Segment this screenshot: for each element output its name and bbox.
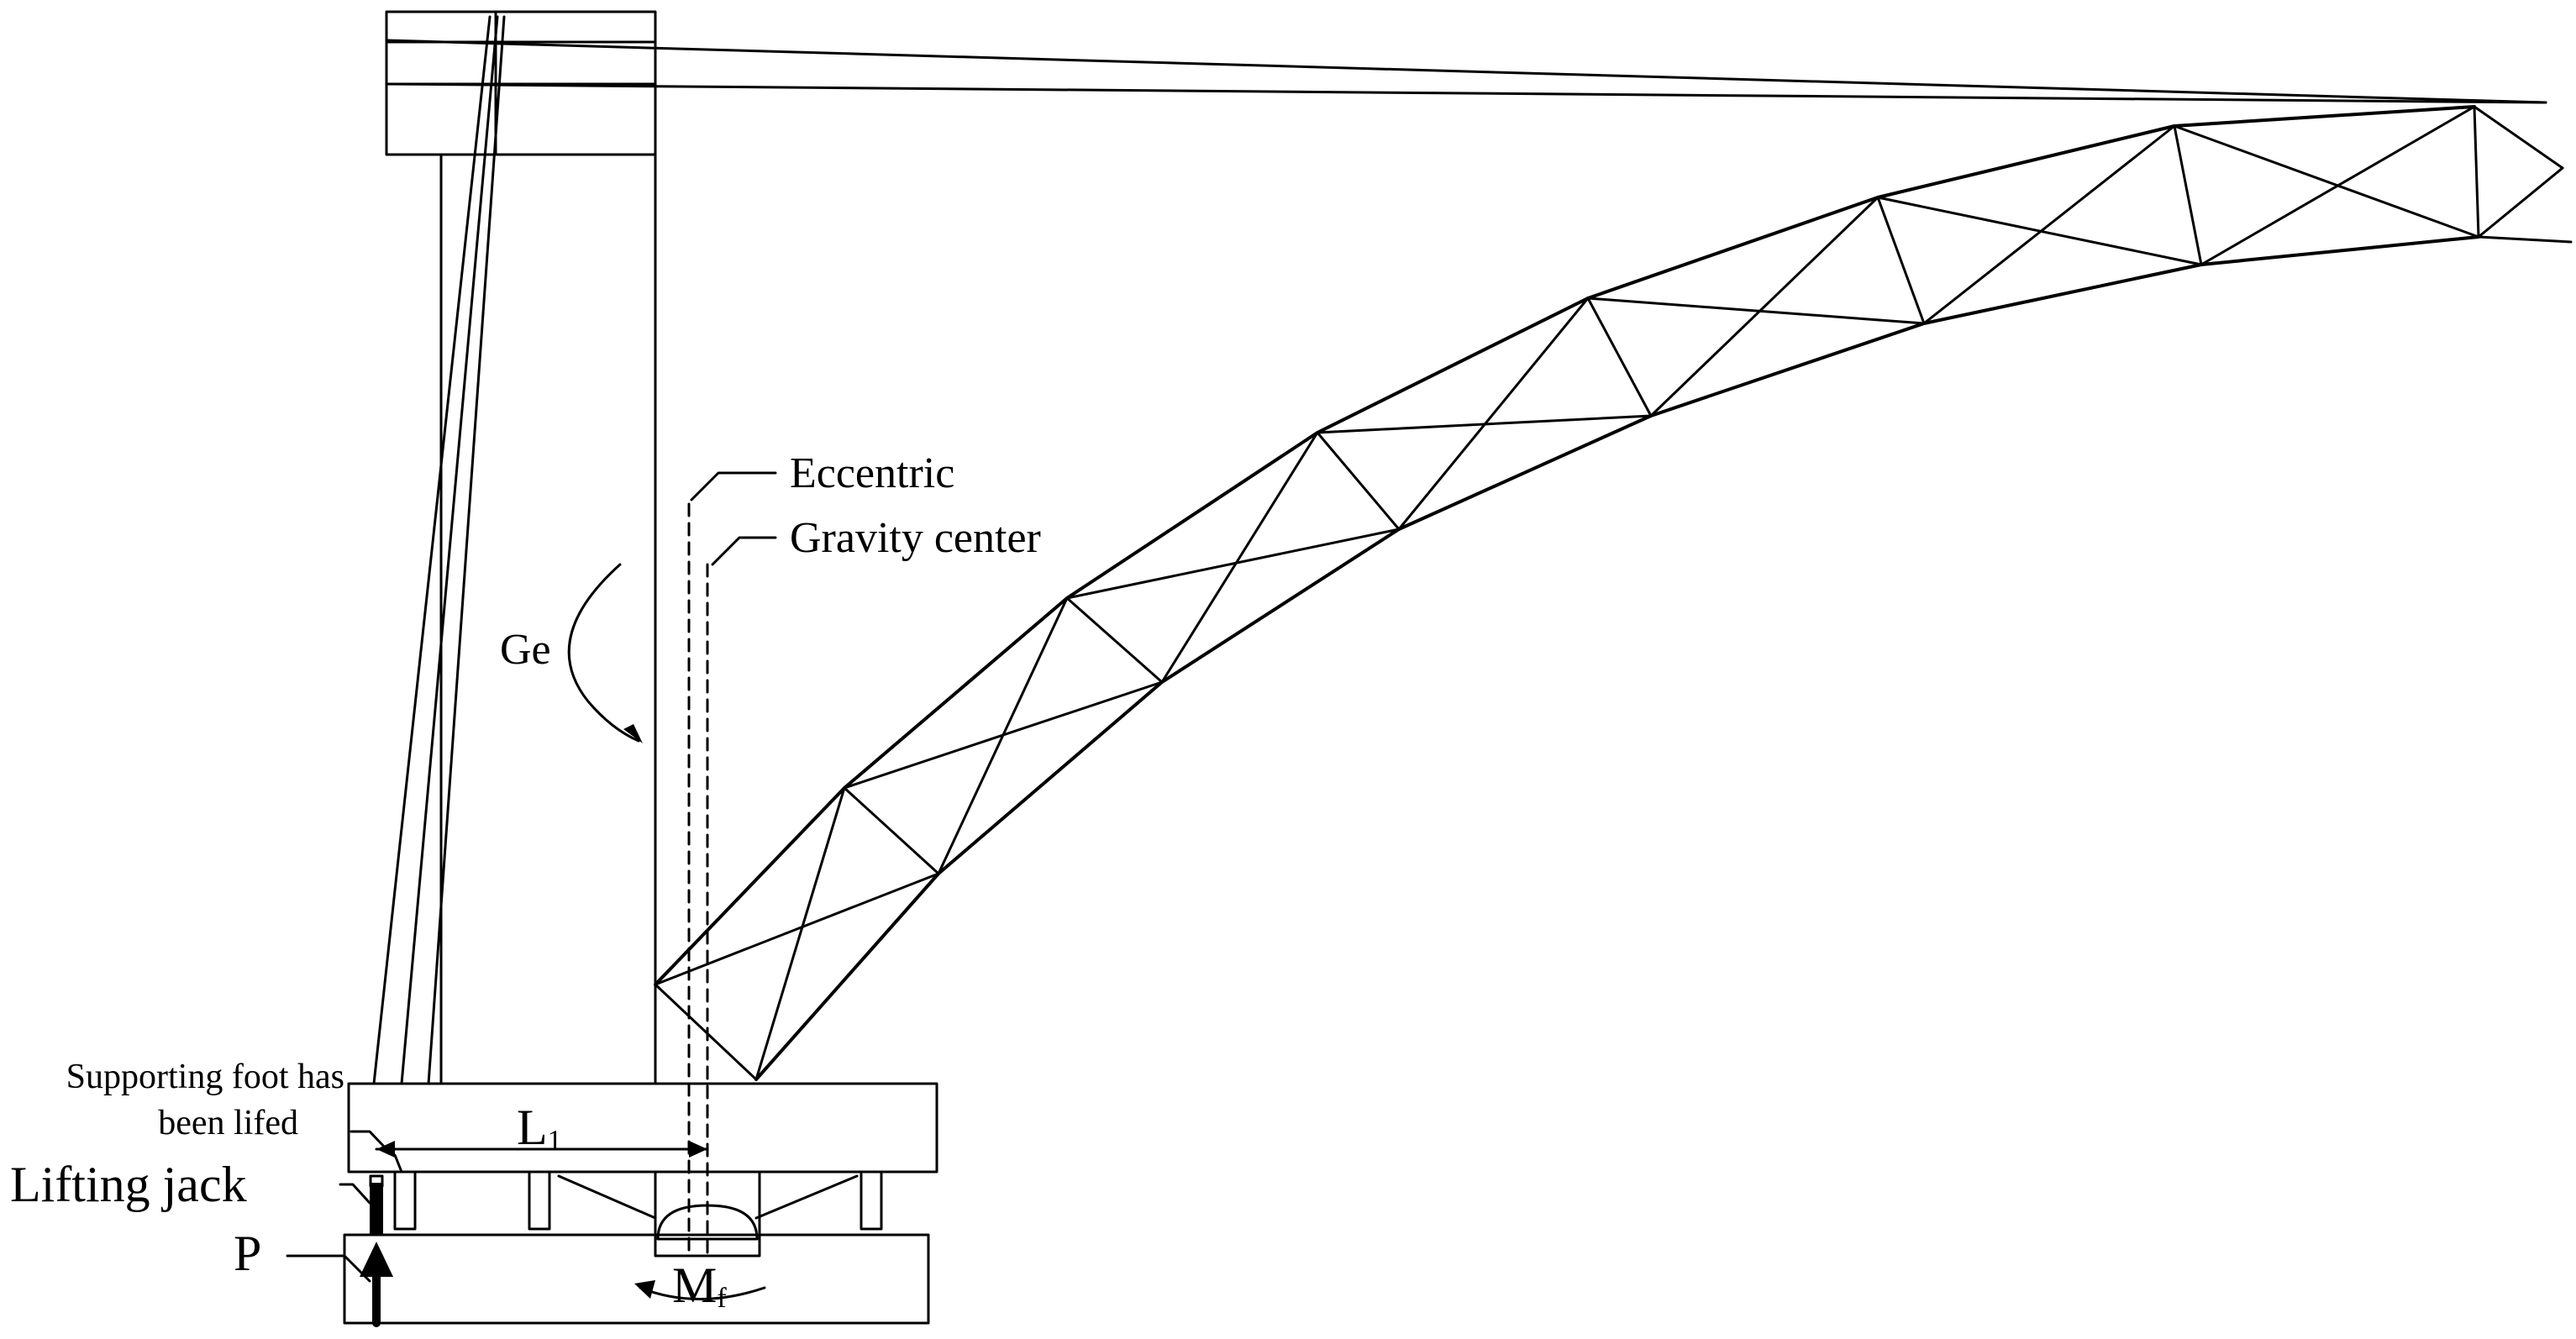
lifting-jack: [369, 1174, 384, 1235]
support-feet: [393, 1170, 883, 1231]
boom-diagonal: [2173, 124, 2480, 239]
boom-diagonal: [1922, 124, 2176, 325]
boom-tip-extension: [2477, 235, 2573, 244]
label-leaders: [690, 471, 777, 566]
boom-vertical: [1876, 196, 1926, 325]
boom-diagonal: [1397, 297, 1590, 531]
boom-vertical: [654, 983, 758, 1081]
eccentric-label: Eccentric: [790, 449, 954, 497]
mf-moment-arrow: [634, 1280, 766, 1300]
pendant-lines: [385, 39, 2547, 104]
supporting-foot-leader: [350, 1130, 403, 1174]
l1-sub: 1: [548, 1125, 562, 1156]
boom-bottom-chord: [1160, 528, 1401, 684]
boom-top-chord: [1586, 196, 1879, 300]
lifting-jack-leader: [339, 1183, 371, 1205]
boom-bottom-chord: [1649, 322, 1926, 417]
boom-diagonal: [1649, 196, 1879, 417]
boom-head: [2473, 105, 2564, 170]
l1-label: L1: [517, 1100, 562, 1156]
boom-bottom-chord: [1922, 263, 2203, 325]
lattice-boom: [654, 105, 2573, 1081]
boom-top-chord: [2173, 105, 2476, 128]
boom-diagonal: [1586, 297, 1926, 325]
mf-main: M: [672, 1258, 717, 1313]
boom-top-chord: [1316, 297, 1590, 434]
boom-top-chord: [843, 596, 1069, 790]
p-force-arrow: [360, 1242, 393, 1327]
boom-vertical: [843, 786, 940, 875]
p-label: P: [234, 1226, 261, 1281]
boom-top-chord: [1065, 431, 1319, 600]
boom-bottom-chord: [1397, 414, 1653, 531]
boom-diagonal: [654, 872, 940, 986]
boom-vertical: [2473, 105, 2480, 239]
p-leader: [286, 1254, 371, 1283]
ge-moment-arrow: [567, 563, 643, 743]
central-pivot: [654, 1170, 761, 1258]
mf-label: Mf: [672, 1258, 727, 1314]
ge-label: Ge: [500, 626, 551, 674]
gravity-center-label: Gravity center: [790, 514, 1041, 562]
boom-diagonal: [937, 596, 1069, 875]
boom-vertical: [1065, 596, 1164, 684]
boom-bottom-chord: [754, 872, 940, 1081]
boom-diagonal: [2200, 105, 2476, 266]
boom-top-chord: [1876, 124, 2176, 199]
back-stay-lines: [372, 15, 506, 1085]
mf-sub: f: [717, 1283, 727, 1314]
upper-base: [347, 1082, 938, 1174]
lower-base: [343, 1233, 930, 1325]
lifting-jack-label: Lifting jack: [10, 1157, 247, 1212]
boom-diagonal: [1160, 431, 1319, 684]
boom-bottom-chord: [937, 680, 1164, 875]
boom-top-chord: [654, 786, 846, 986]
boom-vertical: [2173, 124, 2203, 266]
boom-head: [2477, 166, 2564, 239]
boom-diagonal: [754, 786, 846, 1081]
supporting-foot-label-line1: Supporting foot has: [66, 1058, 344, 1096]
boom-vertical: [1586, 297, 1653, 417]
boom-bottom-chord: [2200, 235, 2480, 266]
tower-column: [385, 10, 657, 1085]
boom-diagonal: [1065, 528, 1401, 600]
supporting-foot-label-line2: been lifed: [158, 1104, 298, 1142]
l1-main: L: [517, 1100, 548, 1155]
boom-vertical: [1316, 431, 1401, 531]
